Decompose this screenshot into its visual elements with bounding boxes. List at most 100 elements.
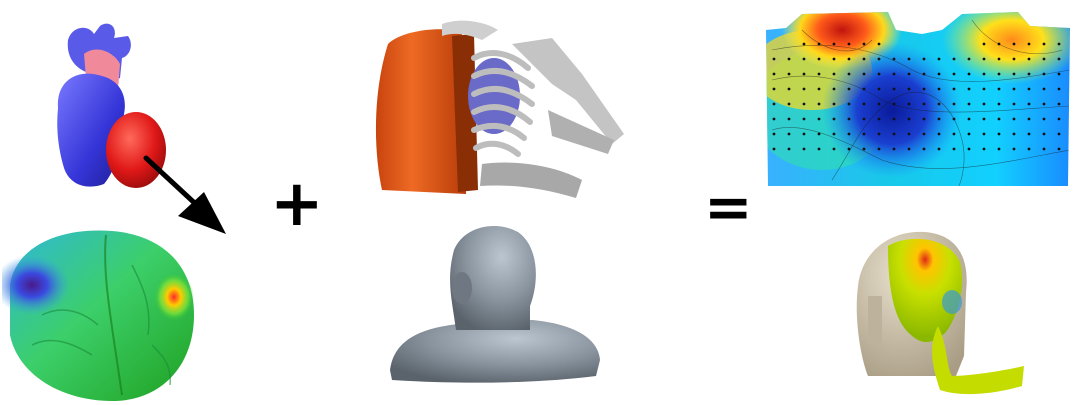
electrode-dot (1013, 58, 1016, 61)
electrode-dot (863, 103, 866, 106)
electrode-dot (953, 73, 956, 76)
electrode-dot (1013, 133, 1016, 136)
electrode-dot (773, 58, 776, 61)
electrode-dot (1013, 103, 1016, 106)
electrode-dot (983, 43, 986, 46)
electrode-dot (848, 73, 851, 76)
electrode-dot (893, 58, 896, 61)
electrode-dot (998, 88, 1001, 91)
electrode-dot (908, 58, 911, 61)
electrode-dot (1043, 58, 1046, 61)
electrode-dot (908, 148, 911, 151)
electrode-dot (848, 43, 851, 46)
electrode-dot (998, 148, 1001, 151)
electrode-dot (818, 118, 821, 121)
electrode-dot (938, 58, 941, 61)
electrode-dot (848, 118, 851, 121)
electrode-dot (818, 148, 821, 151)
electrode-dot (998, 73, 1001, 76)
electrode-dot (1013, 148, 1016, 151)
electrode-dot (1058, 73, 1061, 76)
electrode-dot (1013, 73, 1016, 76)
electrode-dot (803, 148, 806, 151)
electrode-dot (893, 88, 896, 91)
electrode-dot (923, 58, 926, 61)
electrode-dot (833, 58, 836, 61)
electrode-dot (938, 73, 941, 76)
electrode-dot (788, 118, 791, 121)
electrode-dot (818, 133, 821, 136)
electrode-dot (938, 88, 941, 91)
electrode-dot (953, 118, 956, 121)
electrode-dot (878, 88, 881, 91)
electrode-dot (878, 103, 881, 106)
electrode-dot (788, 88, 791, 91)
electrode-dot (1028, 118, 1031, 121)
electrode-dot (998, 133, 1001, 136)
electrode-dot (773, 88, 776, 91)
electrode-dot (773, 73, 776, 76)
electrode-dot (1043, 148, 1046, 151)
electrode-dot (788, 133, 791, 136)
electrode-dot (968, 103, 971, 106)
electrode-dot (908, 88, 911, 91)
equals-operator: = (704, 178, 753, 236)
electrode-dot (983, 88, 986, 91)
electrode-dot (968, 148, 971, 151)
electrode-dot (878, 133, 881, 136)
electrode-dot (1058, 88, 1061, 91)
electrode-dot (1013, 88, 1016, 91)
electrode-dot (1028, 58, 1031, 61)
electrode-dot (1043, 73, 1046, 76)
electrode-dot (818, 103, 821, 106)
brain-activation-map-icon (2, 225, 198, 403)
electrode-dot (773, 148, 776, 151)
electrode-dot (953, 103, 956, 106)
electrode-dot (923, 118, 926, 121)
electrode-dot (863, 73, 866, 76)
electrode-dot (998, 58, 1001, 61)
electrode-dot (863, 43, 866, 46)
electrode-dot (1058, 118, 1061, 121)
electrode-dot (803, 133, 806, 136)
electrode-dot (1028, 43, 1031, 46)
electrode-dot (833, 43, 836, 46)
electrode-dot (998, 43, 1001, 46)
electrode-dot (953, 148, 956, 151)
electrode-dot (833, 133, 836, 136)
electrode-dot (833, 118, 836, 121)
potential-map-icon (762, 10, 1074, 190)
electrode-dot (863, 58, 866, 61)
electrode-dot (773, 133, 776, 136)
electrode-dot (968, 88, 971, 91)
electrode-dot (878, 43, 881, 46)
electrode-dot (788, 58, 791, 61)
head-cross-section-icon (848, 226, 1028, 404)
electrode-dot (953, 58, 956, 61)
electrode-dot (983, 118, 986, 121)
electrode-dot (878, 58, 881, 61)
electrode-dot (968, 58, 971, 61)
electrode-dot (953, 88, 956, 91)
electrode-dot (908, 103, 911, 106)
electrode-dot (818, 58, 821, 61)
electrode-dot (923, 133, 926, 136)
electrode-dot (788, 73, 791, 76)
electrode-dot (1028, 133, 1031, 136)
electrode-dot (968, 73, 971, 76)
electrode-dot (938, 103, 941, 106)
electrode-dot (878, 148, 881, 151)
electrode-dot (983, 103, 986, 106)
electrode-dot (983, 58, 986, 61)
plus-operator: + (270, 172, 324, 236)
electrode-dot (818, 43, 821, 46)
electrode-dot (848, 88, 851, 91)
electrode-dot (893, 73, 896, 76)
electrode-dot (1013, 118, 1016, 121)
electrode-dot (1013, 43, 1016, 46)
electrode-dot (908, 118, 911, 121)
electrode-dot (833, 88, 836, 91)
electrode-dot (1058, 133, 1061, 136)
electrode-dot (1028, 88, 1031, 91)
brain-activation-map (2, 225, 198, 403)
